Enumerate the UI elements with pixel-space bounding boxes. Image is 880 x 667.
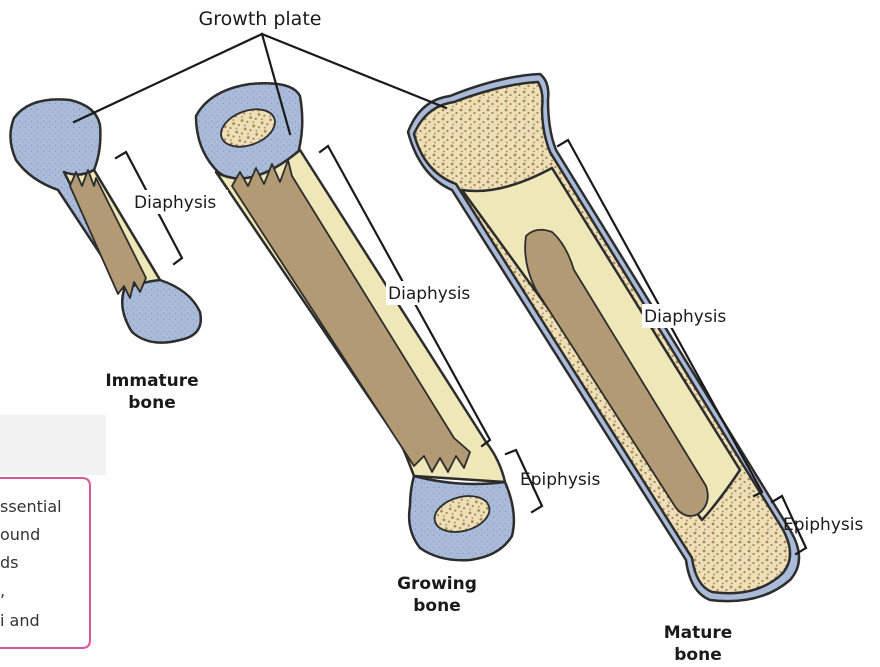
growing-diaphysis-label: Diaphysis [388, 284, 470, 304]
immature-bone-name-line2: bone [128, 393, 175, 413]
side-box-line-5: i and [0, 611, 40, 630]
growing-bone-name-line2: bone [413, 596, 460, 616]
side-box-background [0, 415, 106, 475]
immature-bone-name-line1: Immature [105, 371, 198, 391]
growing-bone-name-line1: Growing [397, 574, 477, 594]
immature-bone-marrow [70, 170, 146, 298]
side-box-line-3: ds [0, 553, 19, 572]
side-box-line-1: ssential [0, 497, 62, 516]
side-box-line-4: , [0, 581, 5, 600]
side-info-box: ssential ound ds , i and [0, 415, 106, 648]
mature-diaphysis-label: Diaphysis [644, 307, 726, 327]
growth-plate-label: Growth plate [199, 8, 322, 30]
mature-bone-name-line1: Mature [664, 623, 733, 643]
growing-bone-marrow [232, 160, 470, 472]
mature-bone-name-line2: bone [674, 645, 721, 665]
immature-diaphysis-label: Diaphysis [134, 193, 216, 213]
immature-bone [10, 99, 200, 342]
side-box-line-2: ound [0, 525, 40, 544]
growing-epiphysis-label: Epiphysis [520, 470, 600, 490]
mature-epiphysis-label: Epiphysis [783, 515, 863, 535]
